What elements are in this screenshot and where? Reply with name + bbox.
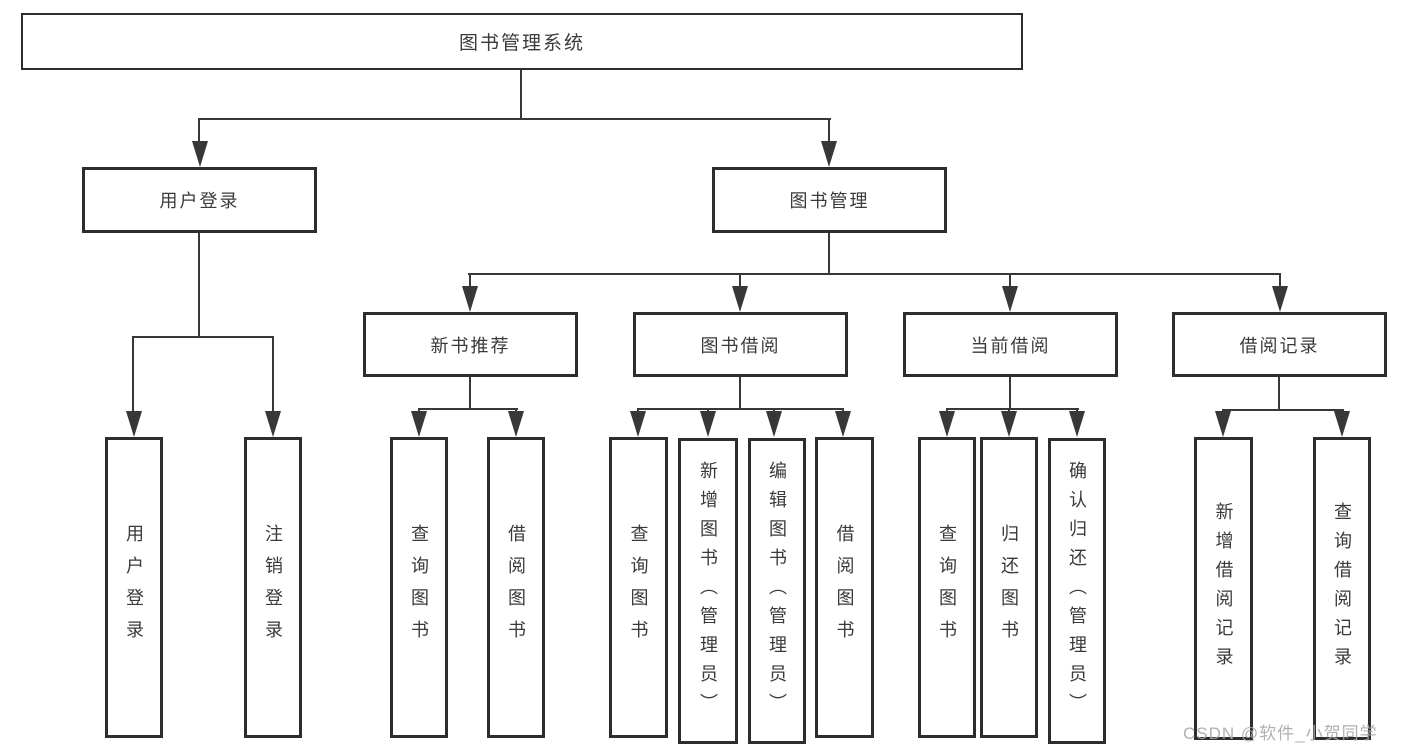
leaf-query-books-current: 查询图书 (918, 437, 976, 738)
leaf-add-books-admin: 新增图书（管理员） (678, 438, 738, 744)
connector-line (469, 377, 471, 409)
leaf-borrow-books: 借阅图书 (815, 437, 874, 738)
arrowhead-icon (265, 411, 281, 437)
leaf-query-books-recommend: 查询图书 (390, 437, 448, 738)
connector-line (1009, 377, 1011, 409)
leaf-return-books: 归还图书 (980, 437, 1038, 738)
connector-line (132, 336, 274, 338)
connector-line (520, 69, 522, 119)
leaf-label: 用户登录 (124, 523, 144, 652)
leaf-borrow-books-recommend: 借阅图书 (487, 437, 545, 738)
leaf-label: 确认归还（管理员） (1067, 460, 1087, 722)
arrowhead-icon (1001, 411, 1017, 437)
arrowhead-icon (700, 411, 716, 437)
leaf-edit-books-admin: 编辑图书（管理员） (748, 438, 806, 744)
connector-line (828, 233, 830, 275)
connector-line (828, 118, 830, 144)
arrowhead-icon (630, 411, 646, 437)
leaf-logout: 注销登录 (244, 437, 302, 738)
arrowhead-icon (1002, 286, 1018, 312)
connector-line (132, 336, 134, 414)
connector-line (946, 408, 1079, 410)
connector-line (739, 273, 741, 289)
arrowhead-icon (939, 411, 955, 437)
watermark-text: CSDN @软件_小贺同学 (1183, 724, 1378, 743)
arrowhead-icon (192, 141, 208, 167)
leaf-label: 借阅图书 (506, 523, 526, 652)
leaf-confirm-return-admin: 确认归还（管理员） (1048, 438, 1106, 744)
connector-line (1278, 377, 1280, 411)
node-book-borrowing: 图书借阅 (633, 312, 848, 377)
arrowhead-icon (508, 411, 524, 437)
leaf-label: 借阅图书 (834, 523, 855, 652)
leaf-label: 查询图书 (628, 523, 649, 652)
leaf-label: 查询借阅记录 (1332, 501, 1352, 676)
arrowhead-icon (1334, 411, 1350, 437)
connector-line (418, 408, 518, 410)
arrowhead-icon (411, 411, 427, 437)
connector-line (739, 377, 741, 409)
watermark-csdn: CSDN @软件_小贺同学 (1183, 719, 1378, 744)
node-user-login: 用户登录 (82, 167, 317, 233)
connector-line (1222, 409, 1344, 411)
node-label: 图书管理系统 (458, 33, 585, 54)
leaf-label: 注销登录 (263, 523, 283, 652)
node-current-borrowing: 当前借阅 (903, 312, 1118, 377)
connector-line (198, 118, 200, 144)
arrowhead-icon (732, 286, 748, 312)
leaf-label: 归还图书 (999, 523, 1019, 652)
connector-line (1009, 273, 1011, 289)
node-label: 新书推荐 (430, 335, 511, 356)
arrowhead-icon (821, 141, 837, 167)
leaf-label: 新增借阅记录 (1213, 501, 1234, 676)
leaf-user-login: 用户登录 (105, 437, 163, 738)
node-borrowing-records: 借阅记录 (1172, 312, 1387, 377)
arrowhead-icon (766, 411, 782, 437)
connector-line (637, 408, 844, 410)
node-new-book-recommend: 新书推荐 (363, 312, 578, 377)
node-label: 图书借阅 (700, 335, 781, 356)
connector-line (468, 273, 1281, 275)
arrowhead-icon (1069, 411, 1085, 437)
leaf-label: 查询图书 (409, 523, 429, 652)
node-root-library-system: 图书管理系统 (21, 13, 1023, 70)
node-book-management: 图书管理 (712, 167, 947, 233)
connector-line (1279, 273, 1281, 289)
leaf-label: 编辑图书（管理员） (767, 460, 787, 722)
arrowhead-icon (1272, 286, 1288, 312)
connector-line (272, 336, 274, 414)
connector-line (198, 233, 200, 337)
arrowhead-icon (835, 411, 851, 437)
arrowhead-icon (126, 411, 142, 437)
arrowhead-icon (462, 286, 478, 312)
arrowhead-icon (1215, 411, 1231, 437)
leaf-label: 查询图书 (937, 523, 957, 652)
connector-line (469, 273, 471, 289)
leaf-add-borrow-record: 新增借阅记录 (1194, 437, 1253, 740)
leaf-query-borrow-record: 查询借阅记录 (1313, 437, 1371, 740)
leaf-query-books-borrowing: 查询图书 (609, 437, 668, 738)
connector-line (198, 118, 831, 120)
node-label: 当前借阅 (970, 335, 1051, 356)
leaf-label: 新增图书（管理员） (698, 460, 718, 722)
node-label: 用户登录 (159, 191, 240, 211)
node-label: 图书管理 (789, 191, 870, 211)
node-label: 借阅记录 (1239, 335, 1320, 356)
